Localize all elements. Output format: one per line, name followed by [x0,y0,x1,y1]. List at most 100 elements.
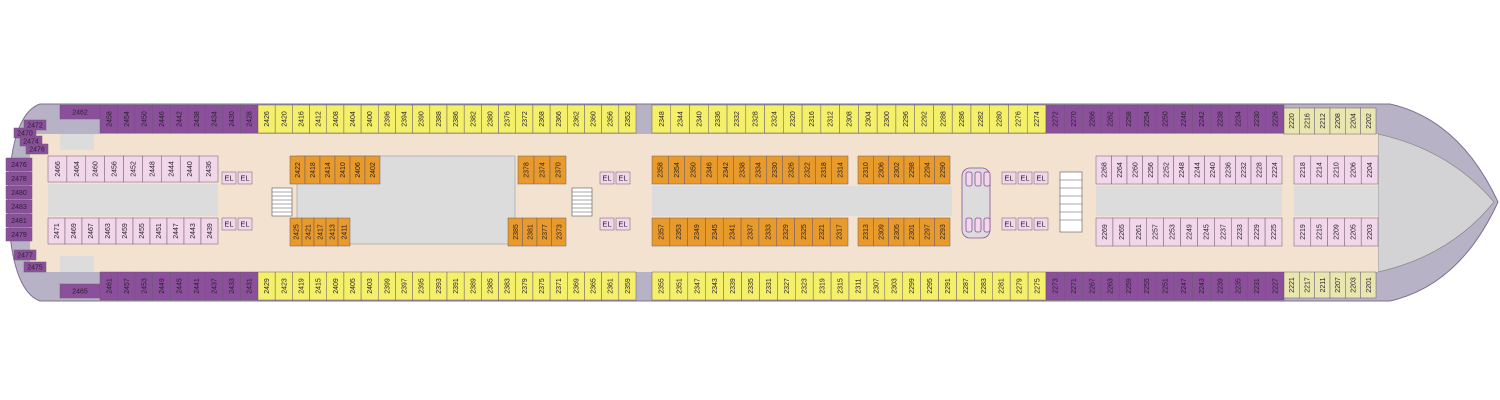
cabin-2244[interactable]: 2244 [1188,155,1205,185]
cabin-2215[interactable]: 2215 [1310,217,1328,247]
cabin-2322[interactable]: 2322 [798,155,816,185]
cabin-2378[interactable]: 2378 [517,155,535,185]
cabin-2314[interactable]: 2314 [831,155,849,185]
cabin-2208[interactable]: 2208 [1329,107,1346,135]
cabin-2348[interactable]: 2348 [651,104,672,134]
cabin-2455[interactable]: 2455 [132,217,151,245]
cabin-2373[interactable]: 2373 [551,217,567,247]
cabin-2460[interactable]: 2460 [85,155,105,183]
cabin-2450[interactable]: 2450 [134,104,153,134]
cabin-2449[interactable]: 2449 [152,271,171,301]
cabin-2270[interactable]: 2270 [1064,104,1083,134]
cabin-2476[interactable]: 2476 [5,157,33,172]
cabin-2446[interactable]: 2446 [152,104,171,134]
cabin-2205[interactable]: 2205 [1344,217,1362,247]
cabin-2338[interactable]: 2338 [733,155,751,185]
cabin-2225[interactable]: 2225 [1264,217,1283,247]
cabin-2467[interactable]: 2467 [81,217,100,245]
cabin-2326[interactable]: 2326 [782,155,800,185]
cabin-2341[interactable]: 2341 [723,217,742,247]
cabin-2405[interactable]: 2405 [343,271,362,301]
cabin-2388[interactable]: 2388 [429,104,448,134]
cabin-2246[interactable]: 2246 [1173,104,1193,134]
cabin-2330[interactable]: 2330 [766,155,783,185]
cabin-2301[interactable]: 2301 [903,217,920,247]
cabin-2256[interactable]: 2256 [1142,155,1159,185]
cabin-2297[interactable]: 2297 [919,217,935,247]
cabin-2382[interactable]: 2382 [463,104,482,134]
cabin-2268[interactable]: 2268 [1095,155,1112,185]
cabin-2469[interactable]: 2469 [64,217,83,245]
cabin-2425[interactable]: 2425 [289,217,303,247]
cabin-2307[interactable]: 2307 [866,271,886,301]
cabin-2458[interactable]: 2458 [99,104,118,134]
cabin-2445[interactable]: 2445 [169,271,189,301]
cabin-2313[interactable]: 2313 [857,217,874,247]
cabin-2441[interactable]: 2441 [187,271,206,301]
cabin-2311[interactable]: 2311 [848,271,868,301]
cabin-2317[interactable]: 2317 [829,217,849,247]
cabin-2210[interactable]: 2210 [1327,155,1345,185]
cabin-2477[interactable]: 2477 [13,249,37,261]
cabin-2369[interactable]: 2369 [567,271,585,301]
cabin-2386[interactable]: 2386 [446,104,465,134]
cabin-2325[interactable]: 2325 [794,217,813,247]
cabin-2472[interactable]: 2472 [23,119,47,131]
cabin-2346[interactable]: 2346 [700,155,718,185]
cabin-2221[interactable]: 2221 [1283,271,1300,299]
cabin-2349[interactable]: 2349 [687,217,706,247]
cabin-2393[interactable]: 2393 [429,271,448,301]
cabin-2287[interactable]: 2287 [956,271,975,301]
cabin-2433[interactable]: 2433 [222,271,241,301]
cabin-2442[interactable]: 2442 [169,104,189,134]
cabin-2310[interactable]: 2310 [857,155,874,185]
cabin-2444[interactable]: 2444 [161,155,181,183]
cabin-2269[interactable]: 2269 [1095,217,1114,247]
cabin-2251[interactable]: 2251 [1155,271,1175,301]
cabin-2336[interactable]: 2336 [708,104,728,134]
cabin-2253[interactable]: 2253 [1163,217,1181,247]
cabin-2414[interactable]: 2414 [319,155,336,185]
cabin-2431[interactable]: 2431 [240,271,259,301]
cabin-2233[interactable]: 2233 [1231,217,1249,247]
cabin-2454[interactable]: 2454 [117,104,136,134]
cabin-2347[interactable]: 2347 [687,271,706,301]
cabin-2204[interactable]: 2204 [1360,155,1379,185]
cabin-2397[interactable]: 2397 [395,271,413,301]
cabin-2226[interactable]: 2226 [1265,104,1285,134]
cabin-2252[interactable]: 2252 [1157,155,1174,185]
cabin-2291[interactable]: 2291 [938,271,957,301]
cabin-2227[interactable]: 2227 [1265,271,1285,301]
cabin-2302[interactable]: 2302 [888,155,905,185]
cabin-2426[interactable]: 2426 [257,104,276,134]
cabin-2273[interactable]: 2273 [1045,271,1065,301]
cabin-2366[interactable]: 2366 [549,104,568,134]
cabin-2379[interactable]: 2379 [515,271,534,301]
cabin-2238[interactable]: 2238 [1210,104,1230,134]
cabin-2295[interactable]: 2295 [920,271,939,301]
cabin-2464[interactable]: 2464 [66,155,87,183]
cabin-2293[interactable]: 2293 [934,217,951,247]
cabin-2380[interactable]: 2380 [481,104,499,134]
cabin-2231[interactable]: 2231 [1247,271,1266,301]
cabin-2359[interactable]: 2359 [618,271,637,301]
cabin-2280[interactable]: 2280 [989,104,1009,134]
cabin-2234[interactable]: 2234 [1228,104,1248,134]
cabin-2329[interactable]: 2329 [776,217,795,247]
cabin-2453[interactable]: 2453 [134,271,153,301]
cabin-2394[interactable]: 2394 [395,104,413,134]
cabin-2419[interactable]: 2419 [292,271,310,301]
cabin-2267[interactable]: 2267 [1082,271,1102,301]
cabin-2390[interactable]: 2390 [412,104,431,134]
cabin-2418[interactable]: 2418 [304,155,321,185]
cabin-2203[interactable]: 2203 [1345,271,1361,299]
cabin-2212[interactable]: 2212 [1314,107,1331,135]
cabin-2319[interactable]: 2319 [812,271,832,301]
cabin-2299[interactable]: 2299 [902,271,921,301]
cabin-2423[interactable]: 2423 [274,271,293,301]
cabin-2335[interactable]: 2335 [741,271,760,301]
cabin-2201[interactable]: 2201 [1360,271,1377,299]
cabin-2282[interactable]: 2282 [970,104,990,134]
cabin-2452[interactable]: 2452 [123,155,143,183]
cabin-2352[interactable]: 2352 [618,104,637,134]
